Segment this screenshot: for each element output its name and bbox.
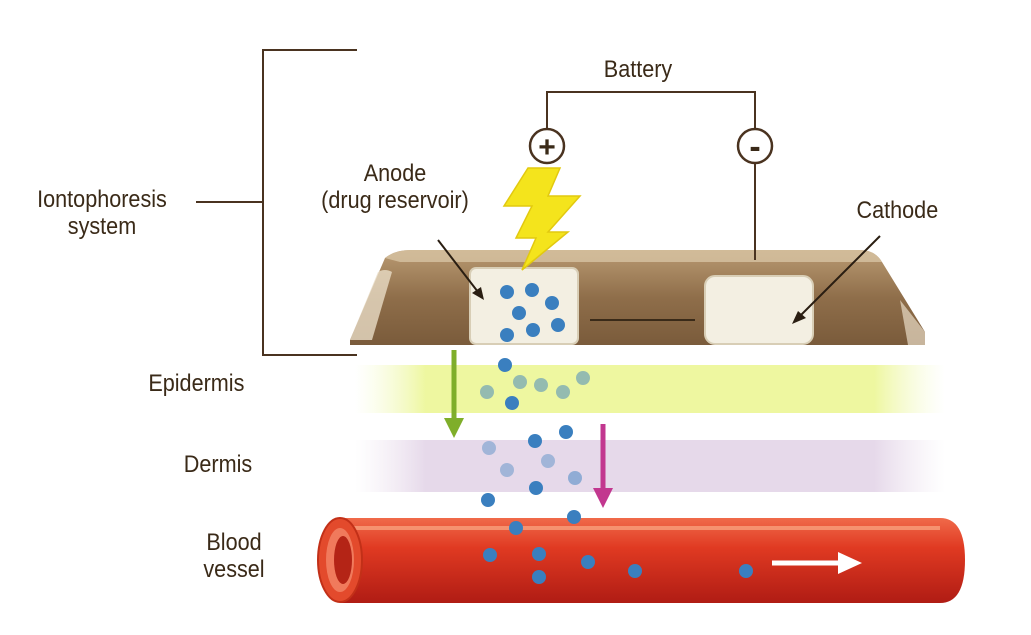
drug-particle [576,371,590,385]
drug-particle [482,441,496,455]
drug-particle [739,564,753,578]
anode-label: Anode (drug reservoir) [321,160,469,214]
drug-particle [581,555,595,569]
drug-particle [532,570,546,584]
anode-pointer-arrow [437,239,484,300]
epidermis-current-arrow [444,350,464,438]
cathode-label: Cathode [856,197,939,224]
drug-particle [513,375,527,389]
drug-particle [526,323,540,337]
drug-particle [529,481,543,495]
cathode-electrode [704,275,814,345]
drug-particles [480,283,753,584]
drug-particle [567,510,581,524]
drug-particle [481,493,495,507]
flow-arrow-icon [772,552,862,574]
drug-particle [480,385,494,399]
lightning-bolt-icon [502,167,582,271]
drug-particle [509,521,523,535]
epidermis-label: Epidermis [148,370,245,397]
drug-particle [534,378,548,392]
drug-particle [532,547,546,561]
dermis-current-arrow [593,424,613,508]
drug-particle [559,425,573,439]
negative-terminal [736,127,774,165]
drug-particle [500,285,514,299]
drug-particle [505,396,519,410]
iontophoresis-system-label: Iontophoresis system [37,186,167,240]
positive-terminal [528,127,566,165]
blood-vessel-label: Blood vessel [203,529,265,583]
drug-particle [500,328,514,342]
drug-particle [556,385,570,399]
positive-sign: + [538,131,556,164]
patch [350,250,925,345]
dermis-band [355,440,945,492]
drug-particle [528,434,542,448]
drug-particle [545,296,559,310]
drug-particle [500,463,514,477]
drug-particle [628,564,642,578]
dermis-label: Dermis [183,451,253,478]
battery-label: Battery [603,56,673,83]
drug-particle [525,283,539,297]
drug-particle [483,548,497,562]
battery-circuit-wire [546,91,756,128]
anode-electrode [469,267,579,345]
drug-particle [512,306,526,320]
cathode-pointer-arrow [792,235,881,324]
blood-vessel [317,517,965,603]
epidermis-band [355,365,945,413]
drug-particle [498,358,512,372]
drug-particle [551,318,565,332]
negative-sign: - [749,128,760,166]
drug-particle [541,454,555,468]
drug-particle [568,471,582,485]
